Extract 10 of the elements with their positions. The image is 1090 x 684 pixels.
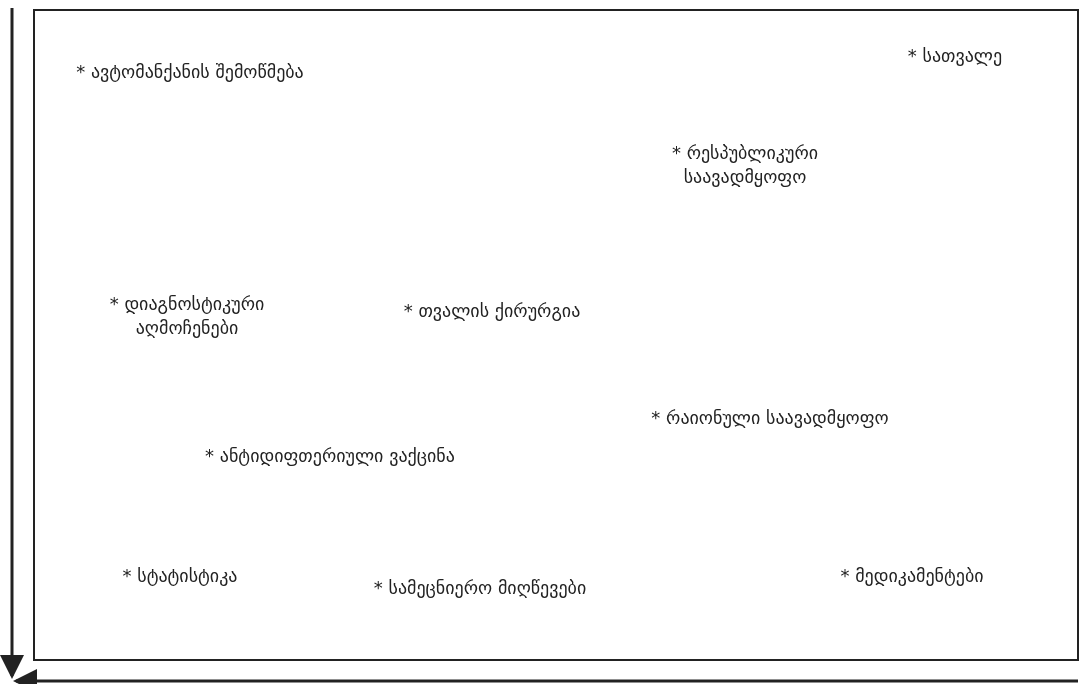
bullet-text: * ავტომანქანის შემოწმება [76,60,304,84]
bullet-text: * მედიკამენტები [840,564,984,588]
bullet-text: * რაიონული საავადმყოფო [651,406,889,430]
bullet-text: * ანტიდიფთერიული ვაქცინა [205,444,455,468]
bullet-text: * დიაგნოსტიკური აღმოჩენები [108,292,266,340]
bullet-text: * თვალის ქირურგია [403,299,581,323]
bullet-text: * სტატისტიკა [122,564,238,588]
bullet-text: * სამეცნიერო მიღწევები [373,576,587,600]
bullet-text: * სათვალე [907,44,1003,68]
bullet-text: * რესპუბლიკური საავადმყოფო [670,141,820,189]
